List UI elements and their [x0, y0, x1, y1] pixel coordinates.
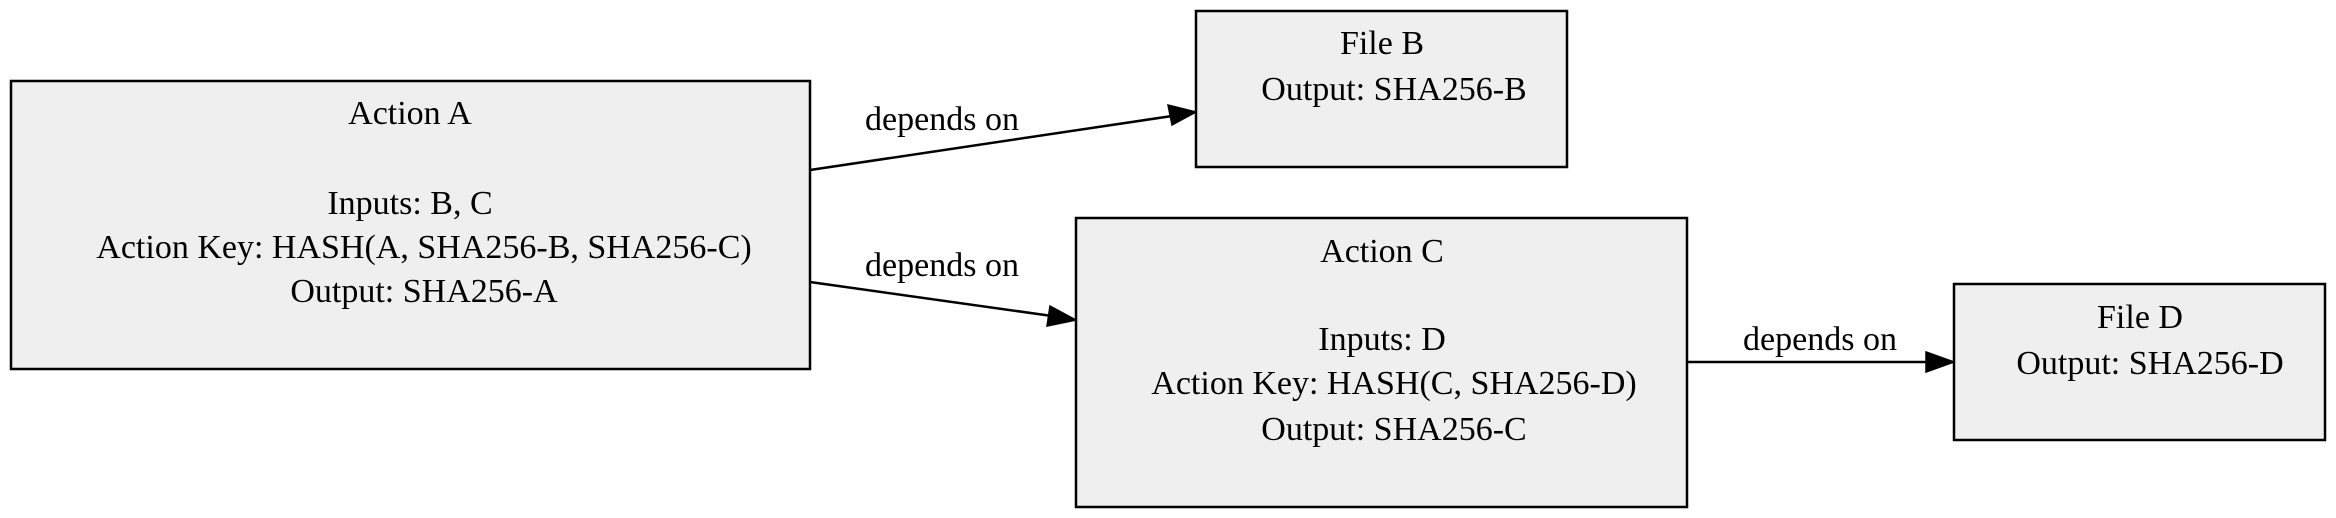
node-box — [9, 79, 812, 371]
edge-line — [809, 114, 1173, 172]
node-title: Action A — [348, 95, 472, 132]
node-action-c: Action C Inputs: D Action Key: HASH(C, S… — [1074, 216, 1689, 509]
arrow-head — [1925, 350, 1957, 374]
node-file-d: File D Output: SHA256-D — [1952, 282, 2327, 442]
node-file-b: File B Output: SHA256-B — [1194, 9, 1569, 169]
node-output: Output: SHA256-B — [1261, 71, 1526, 108]
node-title: Action C — [1320, 233, 1444, 270]
edge-c-to-d: depends on — [1688, 321, 1957, 374]
arrow-head — [1167, 103, 1199, 127]
node-title: File B — [1340, 25, 1424, 62]
node-box — [1194, 9, 1569, 169]
node-action-a: Action A Inputs: B, C Action Key: HASH(A… — [9, 79, 812, 371]
node-title: File D — [2097, 299, 2183, 336]
node-output: Output: SHA256-A — [290, 273, 558, 310]
node-inputs: Inputs: D — [1318, 321, 1446, 358]
node-action-key: Action Key: HASH(A, SHA256-B, SHA256-C) — [96, 229, 751, 266]
node-output: Output: SHA256-C — [1261, 411, 1526, 448]
edge-a-to-c: depends on — [809, 247, 1079, 327]
edge-label: depends on — [865, 101, 1019, 138]
arrow-head — [1046, 304, 1079, 327]
node-output: Output: SHA256-D — [2016, 345, 2283, 382]
node-box — [1074, 216, 1689, 509]
edge-label: depends on — [1743, 321, 1897, 358]
edge-label: depends on — [865, 247, 1019, 284]
edge-a-to-b: depends on — [809, 101, 1199, 172]
node-action-key: Action Key: HASH(C, SHA256-D) — [1151, 365, 1636, 402]
node-inputs: Inputs: B, C — [327, 185, 492, 222]
edge-line — [809, 280, 1053, 318]
node-box — [1952, 282, 2327, 442]
